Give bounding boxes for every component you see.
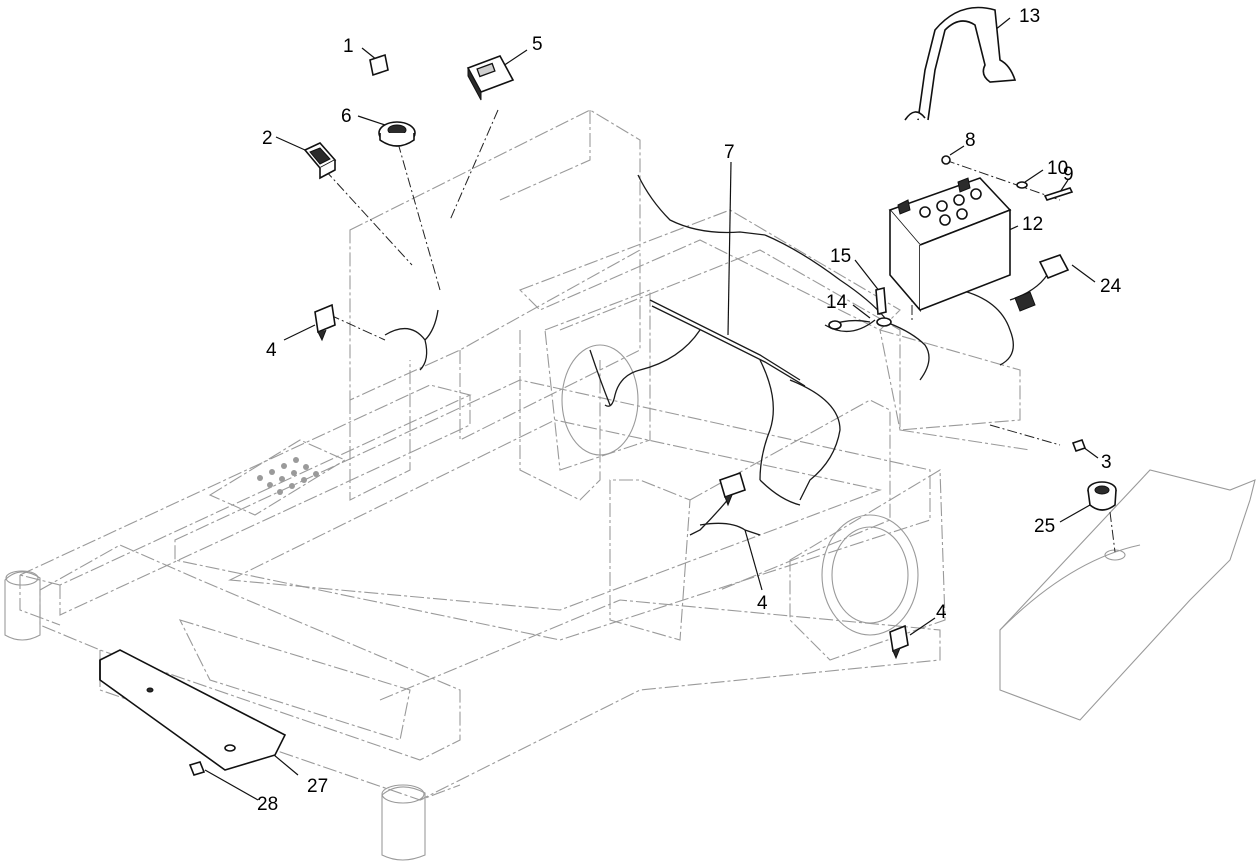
part-27-cover-plate (99, 649, 287, 771)
callout-3: 3 (1101, 452, 1112, 473)
callout-7: 7 (724, 142, 735, 163)
callout-4-center: 4 (757, 593, 768, 614)
callout-28: 28 (257, 794, 278, 815)
parts (99, 6, 1117, 776)
callout-4-right: 4 (936, 602, 947, 623)
part-24-connector (1014, 254, 1070, 312)
callout-9: 9 (1063, 164, 1074, 185)
callout-25: 25 (1034, 516, 1055, 537)
callout-10: 10 (1047, 158, 1068, 179)
callout-14: 14 (826, 292, 848, 313)
part-25-power-outlet (1087, 481, 1117, 511)
callout-24: 24 (1100, 276, 1122, 297)
callout-8: 8 (965, 130, 976, 151)
callout-6: 6 (341, 106, 352, 127)
part-10-washer (1016, 181, 1028, 189)
part-5-hour-meter (466, 55, 515, 101)
part-4-relay-center (719, 471, 746, 507)
part-15-bolt (875, 286, 887, 316)
callout-13: 13 (1019, 6, 1040, 27)
part-4-relay-left (314, 303, 336, 342)
part-28-screw (188, 761, 206, 776)
callout-2: 2 (262, 128, 273, 149)
part-13-battery-hold-down (904, 6, 1017, 121)
part-4-relay-right (889, 624, 909, 660)
callout-12: 12 (1022, 214, 1043, 235)
callout-labels: 1 2 3 4 4 4 5 6 7 8 9 10 12 13 14 15 24 … (257, 6, 1122, 815)
part-14-ground-cable (828, 317, 892, 330)
part-3-screw (1071, 438, 1087, 453)
callout-1: 1 (343, 36, 354, 57)
part-9-bolt (1043, 187, 1074, 201)
callout-27: 27 (307, 776, 328, 797)
footrest-dots (257, 457, 319, 495)
part-12-battery (888, 177, 1012, 313)
callout-4-left: 4 (266, 340, 277, 361)
leader-lines (204, 17, 1116, 801)
part-1-cap (369, 53, 389, 77)
part-8-nut (941, 155, 951, 165)
callout-15: 15 (830, 246, 851, 267)
part-2-switch (303, 142, 337, 180)
callout-5: 5 (532, 34, 543, 55)
part-6-ignition-switch (378, 121, 416, 147)
